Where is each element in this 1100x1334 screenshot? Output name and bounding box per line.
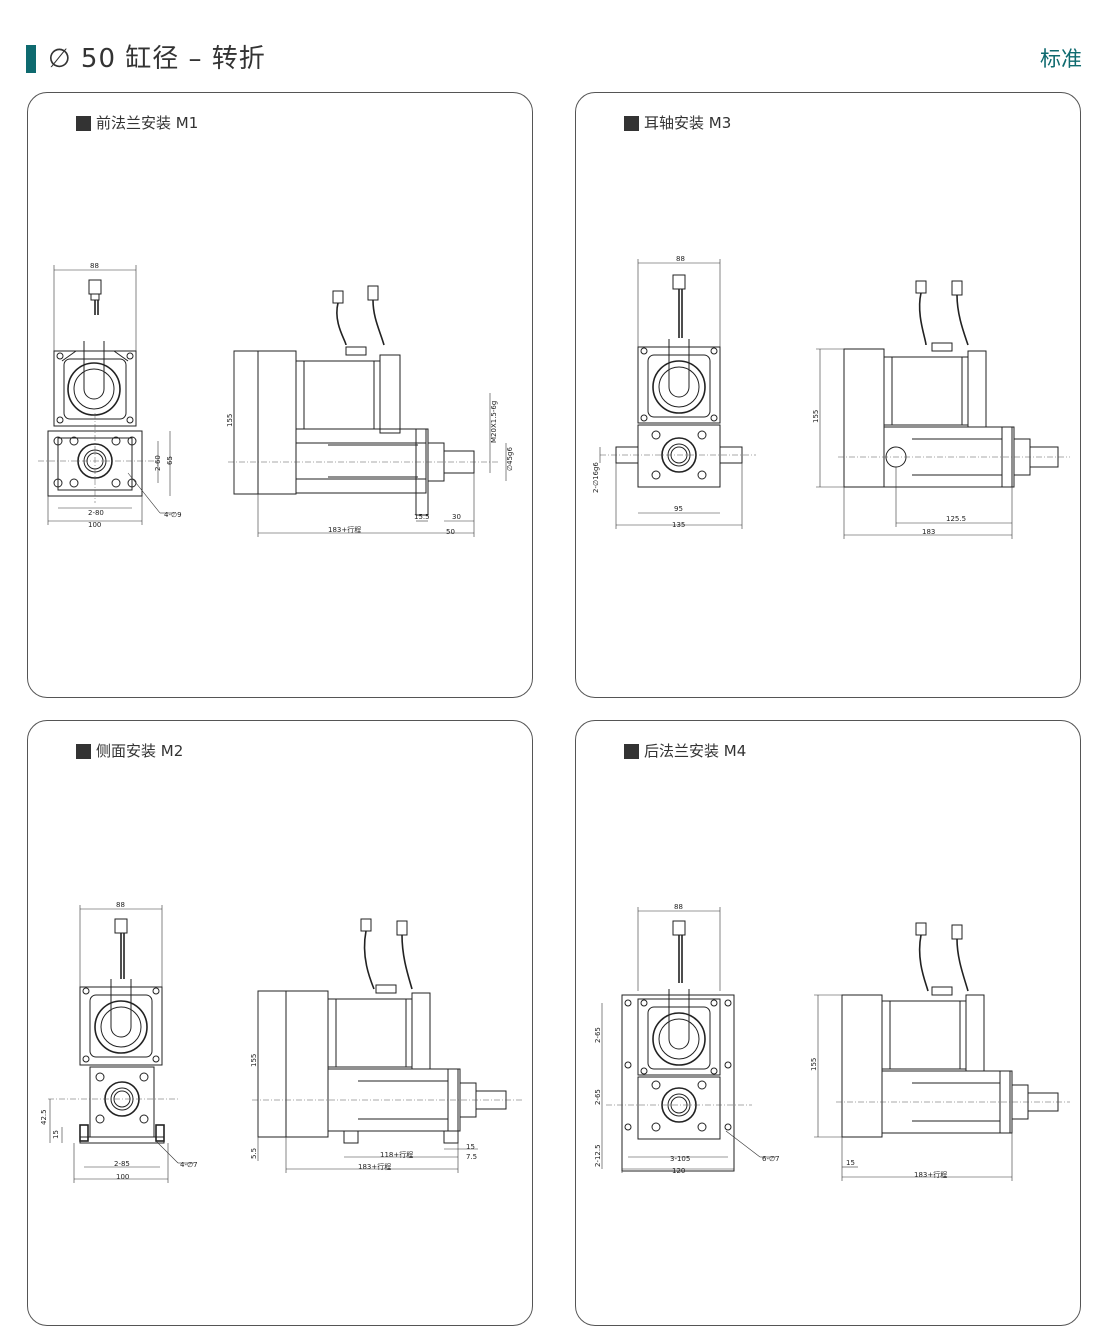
dim-2-12-5: 2-12.5 [594, 1144, 602, 1167]
drawing-m1: 88 [38, 262, 514, 537]
drawing-m3: 88 2-∅16g6 95 [592, 255, 1070, 539]
dim-155-m1: 155 [226, 414, 234, 427]
dim-pin: 2-∅16g6 [592, 462, 600, 493]
dim-15-m1: 15.5 [414, 513, 430, 521]
dim-15-m2v: 15 [52, 1130, 60, 1139]
dim-15-m2: 15 [466, 1143, 475, 1151]
dim-2-85: 2-85 [114, 1160, 130, 1168]
dim-50-m1: 50 [446, 528, 455, 536]
label-square-icon [76, 743, 91, 759]
dim-holes-m4: 6-∅7 [762, 1155, 780, 1163]
dim-holes-m2: 4-∅7 [180, 1161, 198, 1169]
dim-holes-m1: 4-∅9 [164, 511, 182, 519]
panel-rear-flange-m4: 88 2-65 2-65 2 [575, 720, 1081, 1326]
dim-2-65-a: 2-65 [594, 1027, 602, 1043]
dim-length-m1: 183+行程 [328, 525, 361, 534]
page-header: ∅ 50 缸径 – 转折 标准 [26, 42, 1082, 78]
panel-label-m1: 前法兰安装 M1 [76, 113, 198, 133]
panel-side-mount-m2: 88 42.5 15 2-85 [27, 720, 533, 1326]
front-view: 88 [38, 262, 182, 529]
drawing-m2: 88 42.5 15 2-85 [40, 901, 522, 1183]
dim-2-65-b: 2-65 [594, 1089, 602, 1105]
category-tag: 标准 [1040, 47, 1082, 71]
dim-5-5: 5.5 [250, 1148, 258, 1159]
dim-118: 118+行程 [380, 1150, 413, 1159]
dim-65: 65 [166, 456, 174, 465]
dim-7-5: 7.5 [466, 1153, 477, 1161]
dim-155-m3: 155 [812, 410, 820, 423]
side-view: 155 15 183+行程 [810, 922, 1070, 1181]
dim-rod: ∅45g6 [506, 447, 514, 471]
side-view: 155 183+行程 15.5 30 50 M20X1.5-6g ∅45g6 [226, 285, 514, 537]
side-view: 155 5.5 118+行程 183+行程 15 7.5 [250, 918, 522, 1173]
dim-30-m1: 30 [452, 513, 461, 521]
front-view: 88 2-∅16g6 95 [592, 255, 756, 529]
dim-120: 120 [672, 1167, 685, 1175]
dim-length-m2: 183+行程 [358, 1162, 391, 1171]
label-square-icon [76, 115, 91, 131]
panel-label-m3: 耳轴安装 M3 [624, 113, 731, 133]
dim-100-m2: 100 [116, 1173, 129, 1181]
title-accent-bar [26, 45, 36, 73]
drawing-m4: 88 2-65 2-65 2 [594, 903, 1070, 1181]
panel-trunnion-m3: 88 2-∅16g6 95 [575, 92, 1081, 698]
dim-thread: M20X1.5-6g [490, 401, 498, 443]
page-title: ∅ 50 缸径 – 转折 [48, 44, 266, 74]
panel-front-flange-m1: 88 [27, 92, 533, 698]
label-square-icon [624, 115, 639, 131]
dim-183-m3: 183 [922, 528, 935, 536]
dim-42-5: 42.5 [40, 1109, 48, 1125]
dim-2-80: 2-80 [88, 509, 104, 517]
dim-length-m4: 183+行程 [914, 1170, 947, 1179]
dim-88-m2: 88 [116, 901, 125, 909]
front-view: 88 42.5 15 2-85 [40, 901, 198, 1183]
dim-100: 100 [88, 521, 101, 529]
dim-95: 95 [674, 505, 683, 513]
dim-155-m2: 155 [250, 1054, 258, 1067]
dim-15-m4: 15 [846, 1159, 855, 1167]
front-view: 88 2-65 2-65 2 [594, 903, 780, 1175]
dim-88: 88 [90, 262, 99, 270]
dim-125: 125.5 [946, 515, 966, 523]
panel-label-m4: 后法兰安装 M4 [624, 741, 746, 761]
dim-155-m4: 155 [810, 1058, 818, 1071]
dim-3-105: 3-105 [670, 1155, 690, 1163]
dim-88-m3: 88 [676, 255, 685, 263]
panel-label-m2: 侧面安装 M2 [76, 741, 183, 761]
dim-135: 135 [672, 521, 685, 529]
dim-88-m4: 88 [674, 903, 683, 911]
label-square-icon [624, 743, 639, 759]
side-view: 155 125.5 183 [812, 280, 1070, 539]
dim-2-60: 2-60 [154, 455, 162, 471]
